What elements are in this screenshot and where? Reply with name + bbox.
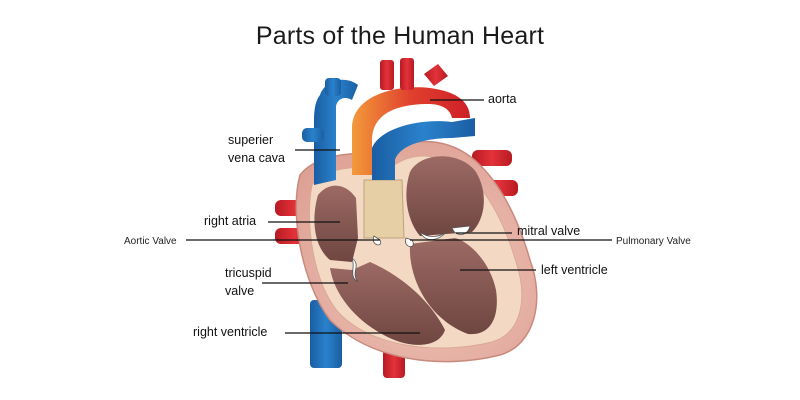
label-mitral-valve: mitral valve — [517, 223, 580, 240]
aortic-branches — [380, 58, 448, 90]
label-superior-vena-cava-line2: vena cava — [228, 150, 285, 167]
label-tricuspid-line2: valve — [225, 283, 254, 300]
label-right-atria: right atria — [204, 213, 256, 230]
label-tricuspid-line1: tricuspid — [225, 265, 272, 282]
label-superior-vena-cava-line1: superier — [228, 132, 273, 149]
label-aorta: aorta — [488, 91, 517, 108]
label-right-ventricle: right ventricle — [193, 324, 267, 341]
pulmonary-trunk-section — [364, 180, 404, 238]
left-atrium-chamber — [406, 156, 484, 236]
label-pulmonary-valve: Pulmonary Valve — [616, 233, 691, 250]
label-aortic-valve: Aortic Valve — [124, 233, 177, 250]
label-left-ventricle: left ventricle — [541, 262, 608, 279]
